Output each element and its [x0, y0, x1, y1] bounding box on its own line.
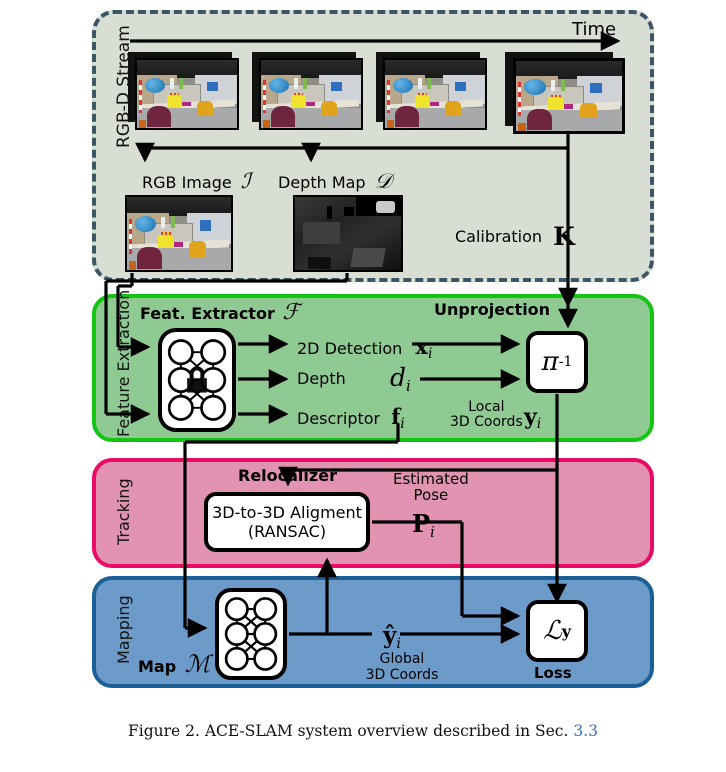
stream-frame-2 — [259, 58, 363, 130]
network-graph-icon — [167, 339, 227, 421]
map-symbol: ℳ — [184, 650, 211, 678]
local-3d-coords-line2: 3D Coords — [450, 414, 523, 431]
feature-extractor-network — [158, 328, 236, 432]
depth-map-label: Depth Map 𝒟 — [278, 169, 391, 194]
unprojection-symbol: π — [541, 347, 559, 377]
output-depth-symbol-group: di — [390, 363, 411, 395]
rgb-image-symbol: ℐ — [240, 169, 251, 193]
band-tracking — [92, 458, 654, 568]
output-descriptor-sub: i — [400, 416, 405, 432]
output-descriptor-symbol: f — [391, 404, 401, 429]
band-label-tracking: Tracking — [114, 478, 133, 545]
loss-symbol: ℒ — [542, 616, 562, 646]
global-3d-coords-line2: 3D Coords — [365, 666, 439, 683]
map-label-text: Map — [138, 657, 177, 676]
rgb-image-label: RGB Image ℐ — [142, 169, 251, 193]
stream-frame-4 — [513, 58, 625, 134]
local-3d-coords-line1: Local — [468, 399, 505, 415]
output-descriptor: Descriptor fi — [297, 404, 405, 432]
estimated-pose-sub: i — [430, 523, 435, 541]
figure-caption: Figure 2. ACE-SLAM system overview descr… — [24, 722, 702, 740]
calibration-symbol: K — [553, 222, 575, 251]
depth-map-label-text: Depth Map — [278, 173, 366, 192]
relocalizer-box-line1: 3D-to-3D Aligment — [212, 503, 362, 522]
global-3d-coords-label: Global 3D Coords — [347, 651, 457, 683]
local-3d-coords-symbol: y — [524, 404, 537, 430]
estimated-pose-symbol-group: Pi — [412, 509, 435, 541]
calibration-label-text: Calibration — [455, 227, 543, 246]
output-2d-detection: 2D Detection xi — [297, 334, 432, 362]
lock-icon — [187, 366, 207, 393]
output-depth-text: Depth — [297, 369, 346, 388]
map-network-graph-icon — [224, 597, 278, 671]
feature-extractor-title-text: Feat. Extractor — [140, 304, 275, 323]
relocalizer-title: Relocalizer — [238, 466, 337, 485]
local-3d-coords-label: Local 3D Coords — [450, 399, 523, 431]
relocalizer-box-line2: (RANSAC) — [247, 522, 327, 541]
feature-extractor-symbol: ℱ — [282, 300, 300, 325]
output-depth: Depth — [297, 369, 346, 388]
figure-caption-text: Figure 2. ACE-SLAM system overview descr… — [128, 722, 574, 740]
output-depth-symbol: d — [390, 363, 407, 392]
map-label: Map ℳ — [138, 650, 210, 678]
band-label-mapping: Mapping — [114, 595, 133, 664]
unprojection-title: Unprojection — [434, 300, 551, 319]
local-3d-coords-symbol-group: yi — [524, 404, 541, 432]
output-2d-detection-symbol: x — [415, 334, 428, 359]
map-network-box — [215, 588, 287, 680]
estimated-pose-symbol: P — [412, 509, 431, 538]
global-3d-coords-symbol: ŷ — [383, 622, 397, 649]
band-label-feature-extraction: Feature Extraction — [114, 289, 133, 437]
stream-frame-1 — [135, 58, 239, 130]
stream-frame-3 — [383, 58, 487, 130]
time-label: Time — [572, 19, 617, 40]
estimated-pose-label: Estimated Pose — [393, 470, 469, 505]
figure-caption-link[interactable]: 3.3 — [573, 722, 598, 740]
loss-subscript: y — [561, 621, 572, 641]
global-3d-coords-symbol-group: ŷi — [383, 622, 401, 652]
unprojection-exponent: -1 — [558, 354, 573, 370]
output-depth-sub: i — [406, 377, 411, 395]
depth-map-preview — [293, 195, 403, 272]
global-3d-coords-sub: i — [396, 636, 401, 652]
estimated-pose-line1: Estimated — [393, 470, 469, 488]
loss-label: Loss — [534, 664, 572, 682]
unprojection-box: π-1 — [526, 331, 588, 393]
output-descriptor-text: Descriptor — [297, 409, 381, 428]
output-2d-detection-text: 2D Detection — [297, 339, 403, 358]
rgb-image-label-text: RGB Image — [142, 173, 232, 192]
local-3d-coords-sub: i — [536, 416, 542, 432]
relocalizer-box: 3D-to-3D Aligment (RANSAC) — [204, 492, 370, 552]
depth-map-symbol: 𝒟 — [374, 169, 392, 193]
rgb-image-preview — [125, 195, 233, 272]
calibration-label: Calibration K — [455, 222, 575, 251]
output-2d-detection-sub: i — [427, 346, 433, 362]
global-3d-coords-line1: Global — [379, 651, 425, 667]
feature-extractor-title: Feat. Extractor ℱ — [140, 300, 300, 325]
estimated-pose-line2: Pose — [413, 486, 449, 505]
